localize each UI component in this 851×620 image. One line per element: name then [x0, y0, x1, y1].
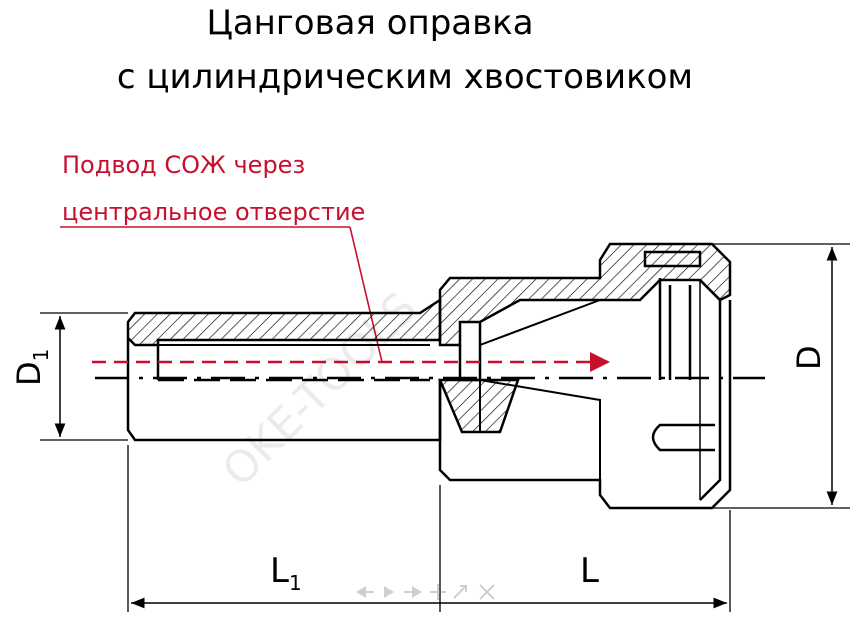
svg-text:D1: D1 [10, 349, 53, 386]
l1-subscript: 1 [289, 571, 302, 595]
d1-subscript: 1 [29, 349, 53, 362]
coolant-annotation-line-2: центральное отверстие [62, 198, 365, 226]
dimension-d1: D1 [10, 312, 128, 441]
coolant-annotation-line-1: Подвод СОЖ через [62, 151, 305, 179]
play-icon[interactable] [384, 586, 394, 598]
arrow-left-icon[interactable] [356, 586, 374, 598]
resize-icon[interactable] [453, 585, 467, 599]
dimension-d: D [712, 243, 850, 509]
title-line-1: Цанговая оправка [206, 3, 533, 43]
close-icon[interactable] [479, 584, 495, 600]
collet-holder-body [438, 242, 732, 510]
dimension-lengths: L1 L [127, 445, 731, 612]
cylindrical-shank [126, 297, 442, 442]
l1-label: L [270, 551, 289, 591]
svg-text:L1: L1 [270, 551, 302, 595]
title-line-2: с цилиндрическим хвостовиком [117, 57, 693, 97]
d1-label: D [10, 361, 48, 386]
crosshair-icon[interactable] [430, 584, 446, 600]
viewer-toolbar [356, 584, 495, 600]
arrow-right-icon[interactable] [404, 586, 422, 598]
d-label: D [790, 345, 828, 370]
l-label: L [580, 551, 599, 591]
